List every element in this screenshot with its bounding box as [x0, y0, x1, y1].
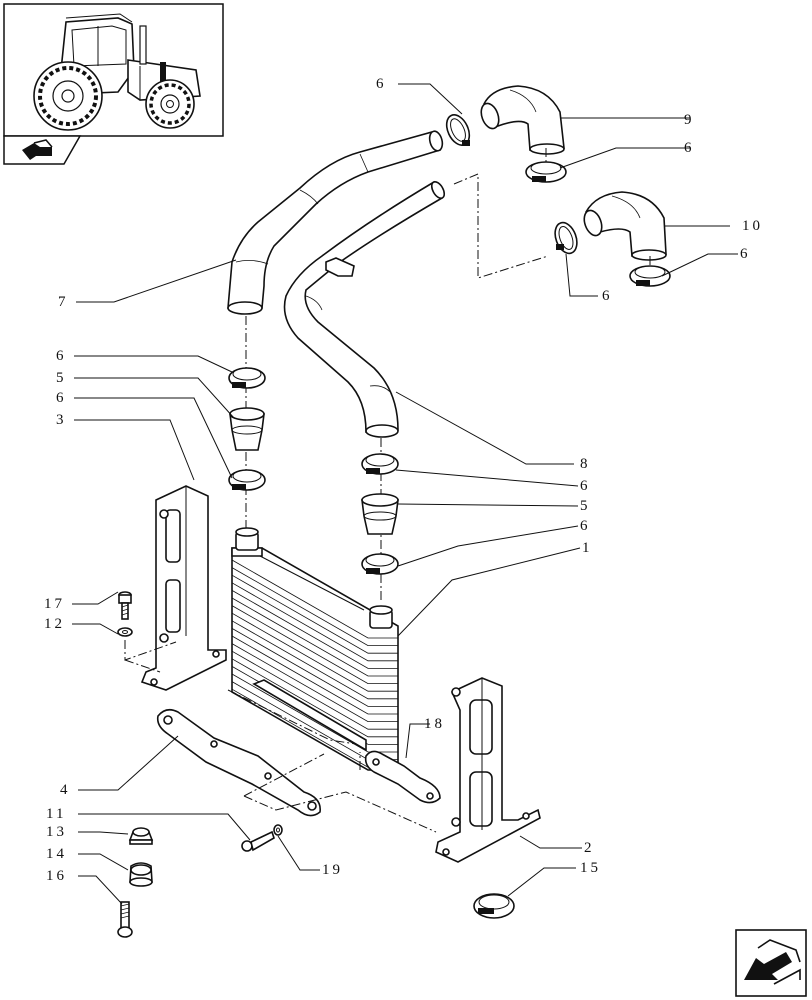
tractor-thumbnail-icon[interactable] — [3, 3, 224, 137]
clamp-6-upper-b — [525, 161, 567, 183]
radiator-fin — [231, 605, 398, 684]
callout-6: 6 — [602, 288, 613, 304]
bolt-11 — [241, 830, 275, 852]
callout-16: 16 — [46, 868, 67, 884]
clamp-6-upper-c — [554, 221, 578, 255]
radiator-fin — [231, 567, 398, 646]
intercooler-1 — [231, 527, 399, 771]
pipe-8 — [283, 180, 446, 438]
radiator-fin — [231, 650, 398, 730]
clamp-6-left-bottom — [228, 469, 266, 491]
hose-9 — [480, 85, 565, 155]
bracket-3 — [140, 485, 227, 691]
coupling-5-right — [361, 493, 399, 535]
bracket-2 — [435, 677, 541, 863]
support-bar-4 — [156, 708, 321, 817]
callout-18: 18 — [424, 716, 445, 732]
radiator-fin — [231, 582, 398, 662]
callout-6: 6 — [684, 140, 695, 156]
callout-12: 12 — [44, 616, 65, 632]
radiator-fin — [231, 597, 398, 677]
hose-10 — [583, 191, 667, 261]
callout-6: 6 — [56, 390, 67, 406]
washer-19 — [273, 824, 283, 836]
clamp-6-right-bottom — [361, 553, 399, 575]
nut-14 — [129, 862, 153, 887]
radiator-fin — [231, 574, 398, 654]
radiator-fin — [231, 628, 398, 707]
callout-13: 13 — [46, 824, 67, 840]
callout-6: 6 — [56, 348, 67, 364]
callout-5: 5 — [56, 370, 67, 386]
radiator-fin — [231, 643, 398, 722]
callout-7: 7 — [58, 294, 69, 310]
clamp-6-left-top — [228, 367, 266, 389]
callout-6: 6 — [580, 518, 591, 534]
nut-13 — [128, 827, 154, 845]
callout-5: 5 — [580, 498, 591, 514]
radiator-fin — [231, 612, 398, 692]
callout-19: 19 — [322, 862, 343, 878]
callout-8: 8 — [580, 456, 591, 472]
previous-page-arrow-icon[interactable] — [3, 135, 82, 165]
callout-3: 3 — [56, 412, 67, 428]
clamp-6-right-top — [361, 453, 399, 475]
bracket-18 — [364, 750, 441, 804]
callout-1: 1 — [582, 540, 593, 556]
callout-17: 17 — [44, 596, 65, 612]
callout-6: 6 — [740, 246, 751, 262]
radiator-fin — [231, 559, 398, 639]
callout-2: 2 — [584, 840, 595, 856]
pipe-7 — [227, 130, 444, 315]
callout-6: 6 — [376, 76, 387, 92]
callout-15: 15 — [580, 860, 601, 876]
clamp-15 — [473, 893, 515, 919]
routing-line-upper — [453, 173, 549, 279]
callout-4: 4 — [60, 782, 71, 798]
clamp-6-upper-a — [445, 114, 471, 146]
bolt-16 — [117, 901, 133, 938]
callout-14: 14 — [46, 846, 67, 862]
radiator-fin — [231, 658, 398, 738]
callout-labels: 6 9 6 10 6 6 7 6 5 6 3 8 6 5 6 1 17 12 1… — [44, 76, 763, 884]
washer-12 — [117, 627, 133, 637]
radiator-fin — [231, 620, 398, 700]
clamp-6-upper-d — [629, 265, 671, 287]
radiator-fin — [231, 673, 398, 753]
callout-9: 9 — [684, 112, 695, 128]
callout-11: 11 — [46, 806, 66, 822]
coupling-5-left — [229, 407, 265, 451]
callout-10: 10 — [742, 218, 763, 234]
radiator-fin — [231, 635, 398, 715]
next-page-arrow-icon[interactable] — [735, 929, 807, 997]
leader-lines — [72, 83, 738, 905]
callout-6: 6 — [580, 478, 591, 494]
radiator-fin — [231, 590, 398, 669]
bolt-17 — [118, 591, 132, 620]
